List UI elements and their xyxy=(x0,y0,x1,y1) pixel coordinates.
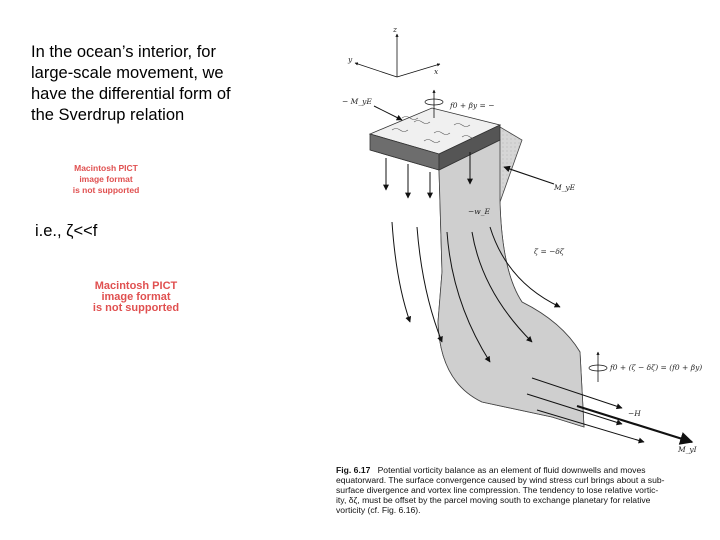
pict-placeholder-line: image format xyxy=(79,174,133,184)
m-ye-right-label: M_yE xyxy=(553,183,576,192)
top-rotation-symbol xyxy=(424,89,444,118)
x-axis-label: x xyxy=(434,67,439,76)
axes-glyph: z y x xyxy=(347,25,441,78)
bottom-rotation-symbol xyxy=(588,351,608,382)
pict-placeholder-line: Macintosh PICT xyxy=(74,163,138,173)
convergence-arrow-right xyxy=(503,165,555,185)
x-axis xyxy=(396,63,441,78)
pict-placeholder-line: is not supported xyxy=(72,185,140,195)
pict-placeholder-line: Macintosh PICT xyxy=(94,280,178,292)
convergence-arrow-left xyxy=(373,105,403,121)
z-axis-label: z xyxy=(392,25,397,34)
m-yi-arrow xyxy=(576,404,694,445)
f0-top-label: f0 + βy = − xyxy=(449,101,495,110)
body-text: In the ocean’s interior, for large-scale… xyxy=(31,42,291,126)
caption-line: equatorward. The surface convergence cau… xyxy=(336,475,665,485)
vorticity-figure: z y x − M_yE f0 + βy = − M_yE xyxy=(322,22,720,540)
caption-text: Potential vorticity balance as an elemen… xyxy=(377,465,646,475)
flow-lines xyxy=(383,152,561,363)
pict-placeholder-line: is not supported xyxy=(92,302,180,314)
ie-text: i.e., ζ<<f xyxy=(35,222,98,240)
vorticity-diagram: z y x − M_yE f0 + βy = − M_yE xyxy=(342,25,702,454)
w-e-label: −w_E xyxy=(468,207,490,216)
caption-line: vorticity (cf. Fig. 6.16). xyxy=(336,505,421,515)
m-yi-label: M_yI xyxy=(677,445,698,454)
body-text-line: the Sverdrup relation xyxy=(31,106,185,124)
f0-bottom-label: f0 + (ζ − δζ) = (f0 + βy) xyxy=(609,363,702,372)
m-ye-top-label: − M_yE xyxy=(342,97,372,106)
caption-line: surface divergence and vortex line compr… xyxy=(336,485,659,495)
body-text-line: In the ocean’s interior, for xyxy=(31,43,216,61)
y-axis xyxy=(354,62,398,78)
zeta-label: ζ = −δζ xyxy=(534,247,565,256)
body-text-line: large-scale movement, we xyxy=(31,64,224,82)
cap-ripples xyxy=(391,116,479,143)
h-label: −H xyxy=(628,409,641,418)
fluid-column-side xyxy=(437,139,585,428)
pict-placeholder-1: Macintosh PICT image format is not suppo… xyxy=(60,163,152,196)
body-text-line: have the differential form of xyxy=(31,85,231,103)
caption-line: Fig. 6.17 Potential vorticity balance as… xyxy=(336,465,720,475)
cap-side xyxy=(438,124,501,171)
pict-placeholder-line: image format xyxy=(101,291,171,303)
y-axis-label: y xyxy=(347,55,353,64)
caption-label: Fig. 6.17 xyxy=(336,465,371,475)
figure-caption: Fig. 6.17 Potential vorticity balance as… xyxy=(336,465,720,515)
pict-placeholder-2: Macintosh PICT image format is not suppo… xyxy=(66,281,206,314)
caption-line: ity, δζ, must be offset by the parcel mo… xyxy=(336,495,651,505)
outflow-arrows xyxy=(526,377,645,444)
